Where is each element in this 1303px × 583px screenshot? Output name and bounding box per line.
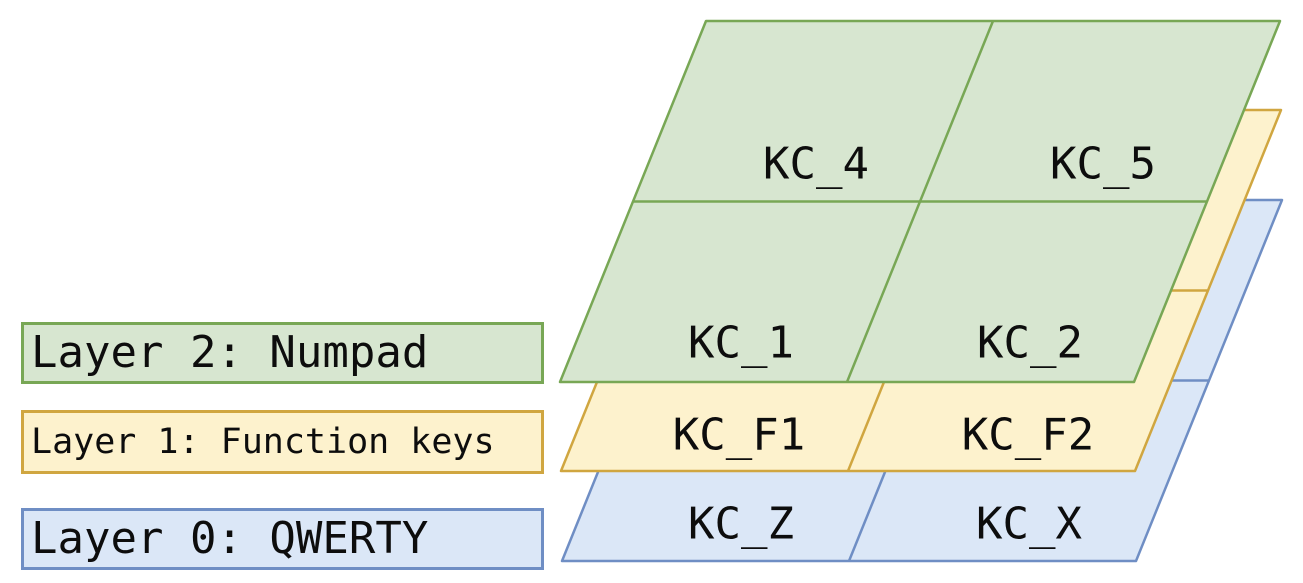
layer-2-column-divider (845, 20, 995, 383)
legend-layer-0-qwerty: Layer 0: QWERTY (21, 508, 544, 570)
key-label-kc-z: KC_Z (688, 499, 794, 550)
legend-layer-2-numpad: Layer 2: Numpad (21, 322, 544, 384)
legend-layer-0-label: Layer 0: QWERTY (31, 513, 429, 564)
legend-layer-2-label: Layer 2: Numpad (31, 327, 429, 378)
legend-layer-1-function-keys: Layer 1: Function keys (21, 410, 544, 474)
key-label-kc-4: KC_4 (763, 139, 869, 190)
key-label-kc-1: KC_1 (688, 318, 794, 369)
key-label-kc-x: KC_X (976, 499, 1082, 550)
key-label-kc-f1: KC_F1 (673, 410, 805, 461)
legend-layer-1-label: Layer 1: Function keys (31, 421, 495, 462)
layer-2-group: KC_4 KC_5 KC_1 KC_2 (558, 19, 1282, 384)
key-label-kc-f2: KC_F2 (962, 410, 1094, 461)
key-label-kc-5: KC_5 (1050, 139, 1156, 190)
layer-2-key-labels: KC_4 KC_5 KC_1 KC_2 (688, 139, 1156, 369)
key-label-kc-2: KC_2 (977, 318, 1083, 369)
layer-0-key-labels: KC_Z KC_X (688, 499, 1082, 550)
layer-1-key-labels: KC_F1 KC_F2 (673, 410, 1094, 461)
